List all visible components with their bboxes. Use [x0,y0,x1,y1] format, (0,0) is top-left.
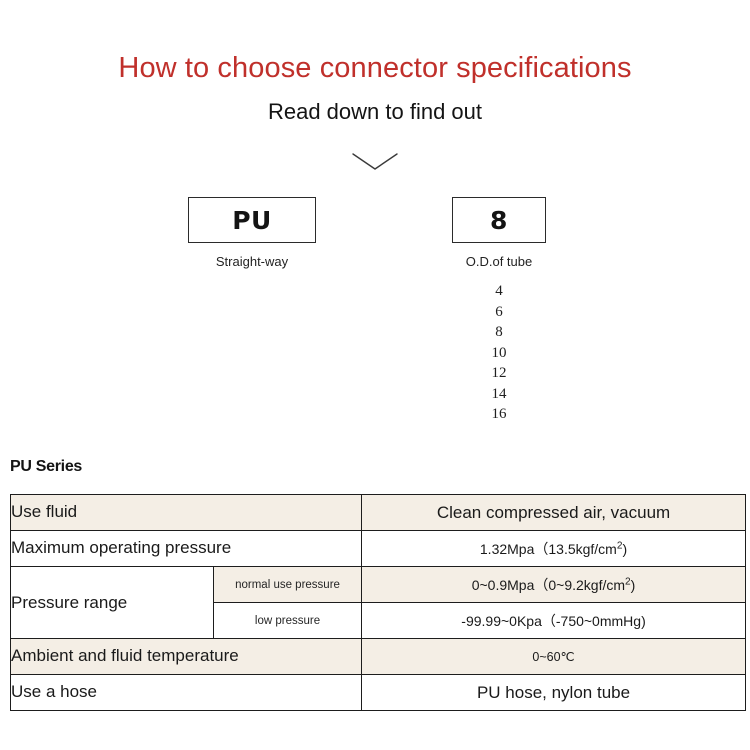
spec-label-merged: Pressure range [10,566,214,639]
list-item: 10 [491,344,507,361]
chevron-down-icon [352,153,398,170]
spec-label: Ambient and fluid temperature [9,638,363,675]
spec-value-text: 1.32Mpa（13.5kgf/cm [479,540,617,557]
list-item: 6 [495,303,503,320]
spec-label: Use fluid [9,494,363,531]
spec-value-suffix: ) [630,576,636,593]
spec-value: 1.32Mpa（13.5kgf/cm2) [361,530,747,567]
code-caption-series: Straight-way [215,254,289,269]
spec-value: 0~0.9Mpa（0~9.2kgf/cm2) [361,566,747,603]
table-row: Pressure range normal use pressure 0~0.9… [10,566,747,639]
code-box-tube-size-text: 8 [490,205,508,235]
spec-value-superscript: 2 [616,539,623,551]
spec-value-superscript: 2 [625,575,631,587]
list-item: 14 [491,385,507,402]
spec-value: -99.99~0Kpa（-750~0mmHg) [361,602,747,639]
list-item: 12 [491,365,507,381]
chevron-down-container [0,152,750,178]
tube-size-option-list: 4 6 8 10 12 14 16 [452,281,546,425]
table-row: Use fluid Clean compressed air, vacuum [9,494,747,531]
list-item: 8 [495,324,503,340]
page-header: How to choose connector specifications R… [0,0,750,125]
table-row: Use a hose PU hose, nylon tube [9,674,747,711]
spec-sub-label: normal use pressure [212,566,363,603]
code-box-series-text: PU [232,205,272,235]
spec-label: Use a hose [9,674,363,711]
spec-value: Clean compressed air, vacuum [361,494,747,531]
spec-value: PU hose, nylon tube [361,674,747,711]
code-breakdown-row: PU 8 [0,197,750,245]
list-item: 16 [491,406,507,422]
table-row: Maximum operating pressure 1.32Mpa（13.5k… [9,530,747,567]
series-heading: PU Series [10,458,83,475]
spec-label: Maximum operating pressure [9,530,363,567]
spec-value: 0~60℃ [361,638,747,675]
spec-sub-label: low pressure [212,602,363,639]
code-caption-tube-size: O.D.of tube [465,254,533,269]
page-subtitle: Read down to find out [267,99,483,125]
spec-value-text: 0~0.9Mpa（0~9.2kgf/cm [471,576,626,593]
page-title: How to choose connector specifications [118,52,632,84]
code-box-tube-size: 8 [452,197,546,243]
code-box-series: PU [188,197,316,243]
spec-value-suffix: ) [622,540,628,557]
specification-table: Use fluid Clean compressed air, vacuum M… [9,494,747,711]
table-row: Ambient and fluid temperature 0~60℃ [9,638,747,675]
list-item: 4 [495,283,503,299]
